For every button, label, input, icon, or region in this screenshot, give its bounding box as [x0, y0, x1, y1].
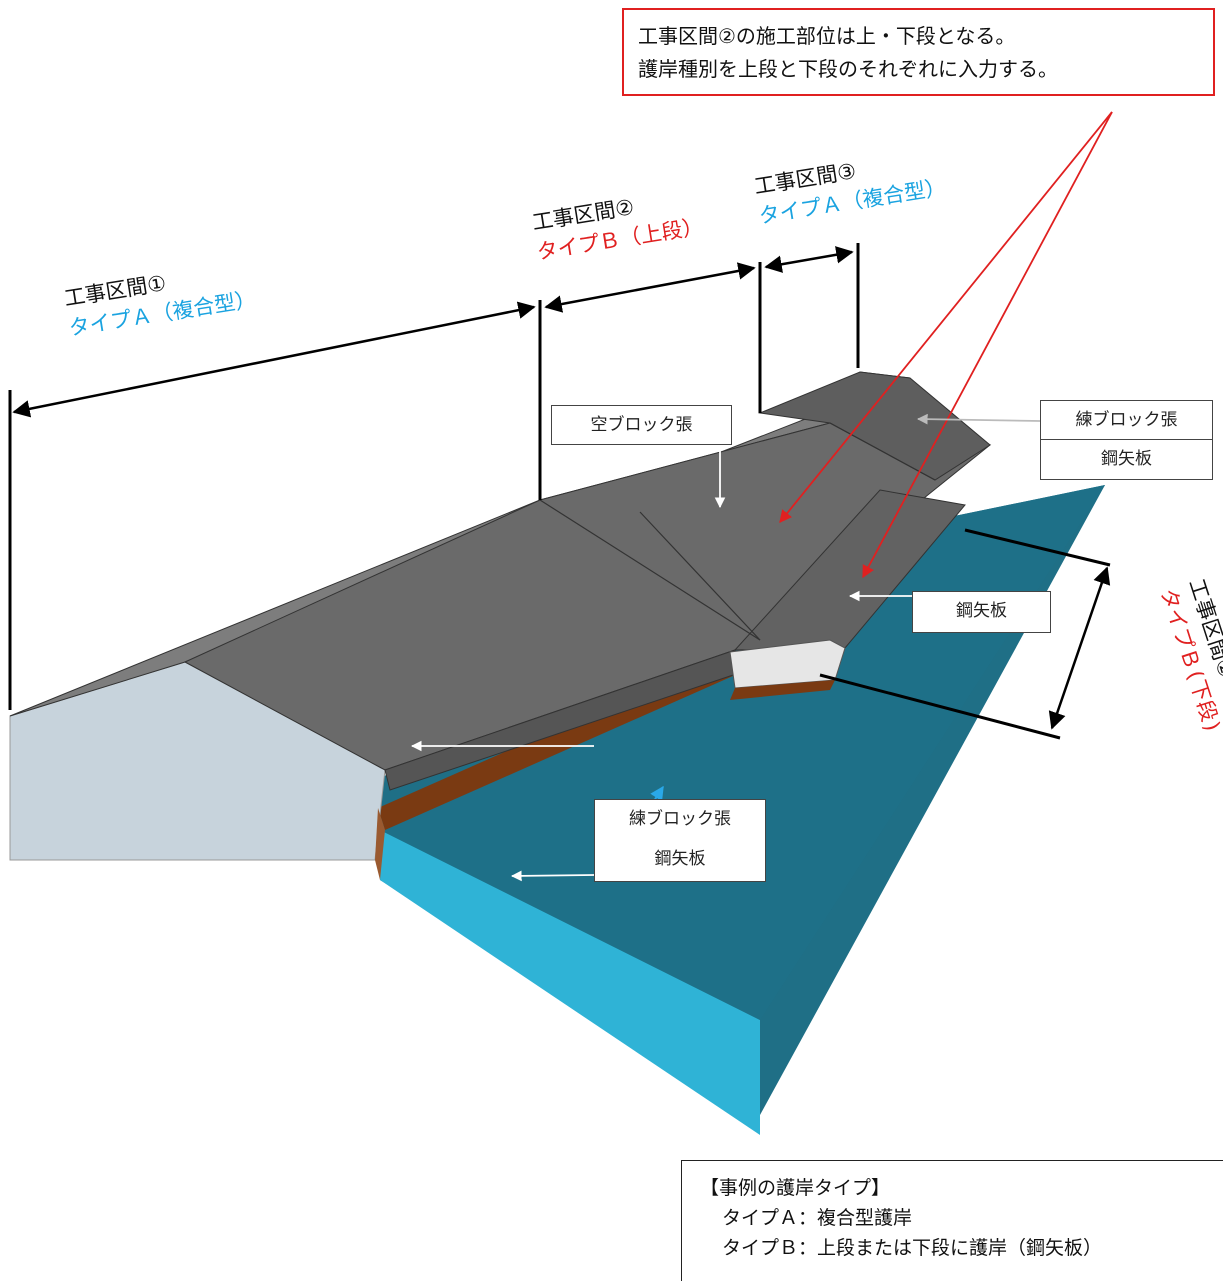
label-sheet-pile-mid: 鋼矢板	[912, 591, 1051, 633]
instruction-note: 工事区間②の施工部位は上・下段となる。 護岸種別を上段と下段のそれぞれに入力する…	[622, 8, 1215, 96]
note-line-1: 工事区間②の施工部位は上・下段となる。	[638, 24, 1016, 48]
legend-item-b: タイプＢ：上段または下段に護岸（鋼矢板）	[722, 1237, 1103, 1259]
callout-arrows	[779, 111, 1113, 579]
legend-title: 【事例の護岸タイプ】	[700, 1177, 891, 1199]
legend-box: 【事例の護岸タイプ】 タイプＡ：複合型護岸 タイプＢ：上段または下段に護岸（鋼矢…	[681, 1160, 1223, 1281]
dimension-lines	[8, 243, 1111, 740]
label-sheet-pile-right: 鋼矢板	[1040, 440, 1213, 480]
concrete-block	[729, 639, 846, 689]
label-kara-block: 空ブロック張	[551, 405, 732, 445]
legend-item-a: タイプＡ：複合型護岸	[722, 1207, 913, 1229]
label-neri-block-right: 練ブロック張	[1040, 400, 1213, 440]
note-line-2: 護岸種別を上段と下段のそれぞれに入力する。	[638, 57, 1058, 81]
label-neri-block-left: 練ブロック張	[594, 799, 766, 841]
label-sheet-pile-left: 鋼矢板	[594, 840, 766, 882]
